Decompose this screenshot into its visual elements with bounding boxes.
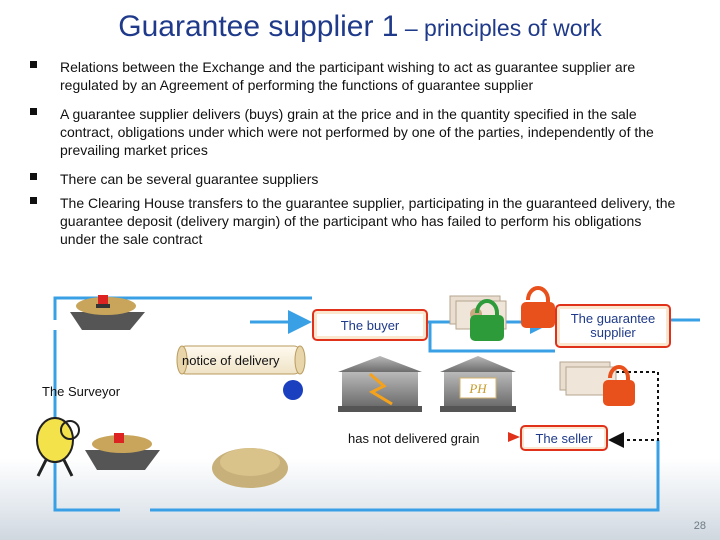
padlock-orange-seller-icon xyxy=(603,365,635,406)
exchange-building-icon xyxy=(338,356,422,412)
buyer-box: The buyer xyxy=(312,309,428,341)
bullet-text: Relations between the Exchange and the p… xyxy=(60,59,636,93)
bullet-square-icon xyxy=(30,173,37,180)
slide-title: Guarantee supplier 1 – principles of wor… xyxy=(0,10,720,44)
bullet-list: Relations between the Exchange and the p… xyxy=(30,58,680,259)
ship-bottom-icon xyxy=(85,433,160,470)
footer-band xyxy=(0,458,720,540)
flow-lines xyxy=(53,296,700,512)
bullet-text: A guarantee supplier delivers (buys) gra… xyxy=(60,106,654,158)
bullet-square-icon xyxy=(30,61,37,68)
guarantee-supplier-box: The guarantee supplier xyxy=(555,304,671,348)
padlock-orange-icon xyxy=(521,286,555,328)
seller-box: The seller xyxy=(520,425,608,451)
grain-pile-icon xyxy=(212,448,288,488)
flow-line-top xyxy=(53,296,312,320)
bullet-square-icon xyxy=(30,108,37,115)
surveyor-label: The Surveyor xyxy=(42,384,121,399)
bullet-text: There can be several guarantee suppliers xyxy=(60,171,319,187)
flow-line-left xyxy=(53,330,120,512)
bullet-item: Relations between the Exchange and the p… xyxy=(30,58,680,94)
padlock-green-icon xyxy=(470,299,504,341)
clearing-house-building-icon: РН xyxy=(440,356,516,412)
scroll-notice-icon xyxy=(176,345,306,400)
flow-line-buyer-return xyxy=(428,322,555,353)
title-main: Guarantee supplier 1 xyxy=(118,10,399,43)
not-delivered-label: has not delivered grain xyxy=(348,431,480,446)
bullet-text: The Clearing House transfers to the guar… xyxy=(60,195,676,247)
arrow-to-seller-dotted xyxy=(608,371,659,448)
flow-line-bottom xyxy=(150,440,660,512)
bullet-square-icon xyxy=(30,197,37,204)
red-arrow-icon xyxy=(508,432,520,442)
notice-of-delivery-label: notice of delivery xyxy=(182,353,280,368)
bullet-item: A guarantee supplier delivers (buys) gra… xyxy=(30,105,680,159)
page-number: 28 xyxy=(693,520,706,532)
surveyor-icon xyxy=(36,417,80,477)
title-sub: – principles of work xyxy=(398,15,602,41)
bullet-item: There can be several guarantee suppliers xyxy=(30,170,680,188)
bank-logo-text: РН xyxy=(468,381,487,396)
ship-top-icon xyxy=(70,295,145,330)
bullet-item: The Clearing House transfers to the guar… xyxy=(30,194,680,248)
